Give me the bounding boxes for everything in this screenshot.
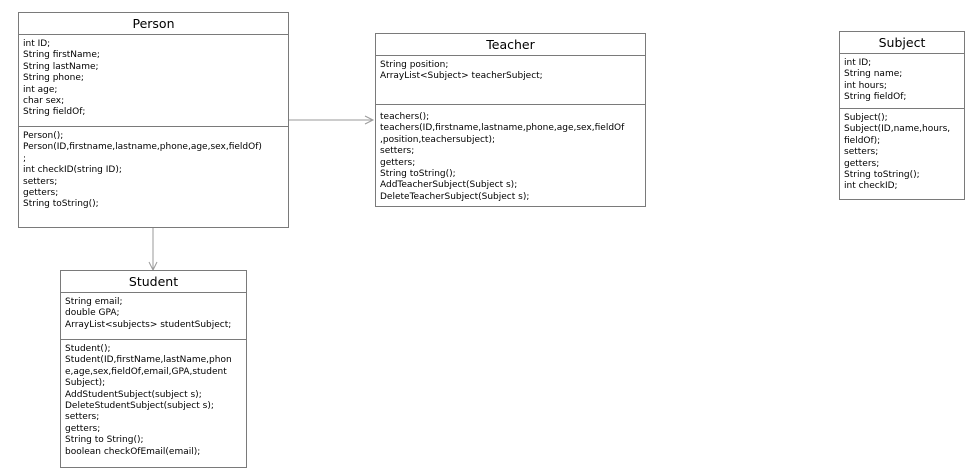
method-line: boolean checkOfEmail(email); [65,446,201,457]
method-line: int checkID; [844,181,898,192]
class-person[interactable]: Person int ID;String firstName;String la… [18,12,289,228]
attributes-teacher: String position;ArrayList<Subject> teach… [376,56,645,105]
method-line: fieldOf); [844,135,881,146]
attribute-line: String phone; [23,73,84,84]
method-line: AddTeacherSubject(Subject s); [380,180,518,191]
method-line: setters; [380,146,415,157]
method-line: Subject(); [844,113,888,123]
method-line: Student(); [65,344,111,354]
attribute-line: String name; [844,69,903,80]
class-name-student: Student [61,271,246,293]
attribute-line: String lastName; [23,61,99,72]
attribute-line: ArrayList<subjects> studentSubject; [65,319,232,330]
method-line: Subject(ID,name,hours, [844,124,951,135]
method-line: e,age,sex,fieldOf,email,GPA,student [65,366,227,377]
method-line: AddStudentSubject(subject s); [65,389,202,400]
methods-student: Student();Student(ID,firstName,lastName,… [61,340,246,462]
method-line: Student(ID,firstName,lastName,phon [65,355,232,366]
method-line: String toString(); [380,169,456,180]
attribute-line: ArrayList<Subject> teacherSubject; [380,71,543,82]
attributes-student: String email;double GPA;ArrayList<subjec… [61,293,246,340]
arrowhead-student [148,261,158,272]
class-name-teacher: Teacher [376,34,645,56]
method-line: ,position,teachersubject); [380,134,496,145]
method-line: setters; [23,176,58,187]
method-line: Subject); [65,378,106,389]
method-line: Person(); [23,131,64,141]
class-teacher[interactable]: Teacher String position;ArrayList<Subjec… [375,33,646,207]
attribute-line: int hours; [844,80,887,91]
attribute-line: String position; [380,60,449,70]
attribute-line: int age; [23,84,58,95]
method-line: setters; [65,412,100,423]
method-line: DeleteStudentSubject(subject s); [65,401,214,412]
class-name-person: Person [19,13,288,35]
class-subject[interactable]: Subject int ID;String name;int hours;Str… [839,31,965,200]
method-line: teachers(); [380,112,430,122]
method-line: String toString(); [844,170,920,181]
method-line: int checkID(string ID); [23,165,122,176]
arrowhead-teacher [364,115,375,125]
attribute-line: String email; [65,297,123,307]
class-student[interactable]: Student String email;double GPA;ArrayLis… [60,270,247,468]
attribute-line: char sex; [23,96,65,107]
method-line: ; [23,153,27,164]
methods-teacher: teachers();teachers(ID,firstname,lastnam… [376,105,645,207]
method-line: teachers(ID,firstname,lastname,phone,age… [380,123,625,134]
methods-person: Person();Person(ID,firstname,lastname,ph… [19,127,288,215]
method-line: String toString(); [23,199,99,210]
attribute-line: int ID; [23,39,51,49]
method-line: Person(ID,firstname,lastname,phone,age,s… [23,142,262,153]
attributes-subject: int ID;String name;int hours;String fiel… [840,54,964,109]
attribute-line: String firstName; [23,50,100,61]
method-line: DeleteTeacherSubject(Subject s); [380,191,530,202]
attribute-line: String fieldOf; [23,107,86,118]
method-line: getters; [380,157,416,168]
method-line: getters; [65,423,101,434]
method-line: getters; [844,158,880,169]
attribute-line: int ID; [844,58,872,68]
methods-subject: Subject();Subject(ID,name,hours,fieldOf)… [840,109,964,197]
method-line: setters; [844,147,879,158]
attributes-person: int ID;String firstName;String lastName;… [19,35,288,127]
class-name-subject: Subject [840,32,964,54]
attribute-line: String fieldOf; [844,92,907,103]
method-line: String to String(); [65,435,144,446]
attribute-line: double GPA; [65,308,120,319]
method-line: getters; [23,188,59,199]
